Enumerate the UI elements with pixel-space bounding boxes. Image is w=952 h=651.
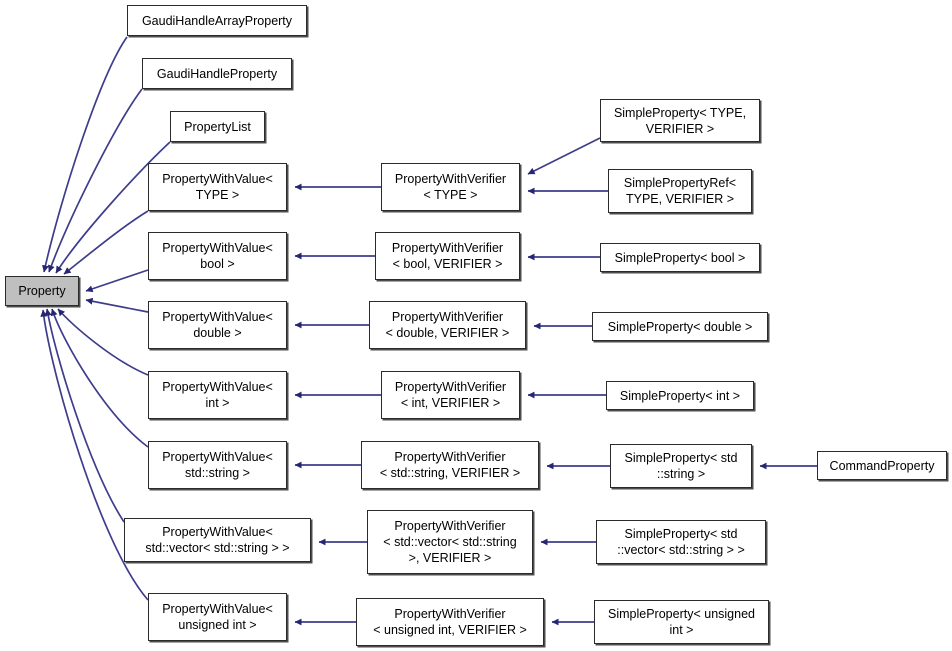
inheritance-edge-pwv-vecstring-to-property	[44, 308, 125, 523]
class-node-label: Property	[18, 284, 66, 298]
class-node-label: GaudiHandleProperty	[156, 66, 278, 81]
class-node-label: PropertyWithValue< std::vector< std::str…	[145, 525, 290, 555]
class-node-sp-bool[interactable]: SimpleProperty< bool >	[600, 243, 760, 272]
class-node-label: PropertyWithVerifier < TYPE >	[394, 172, 507, 202]
class-node-pwv-type[interactable]: PropertyWithValue< TYPE >	[148, 163, 287, 211]
class-node-label: SimpleProperty< int >	[619, 388, 741, 403]
class-node-pwvf-vecstring[interactable]: PropertyWithVerifier < std::vector< std:…	[367, 510, 533, 574]
class-node-label: PropertyWithVerifier < bool, VERIFIER >	[391, 241, 504, 271]
class-node-label: PropertyWithVerifier < unsigned int, VER…	[373, 607, 527, 637]
class-node-sp-int[interactable]: SimpleProperty< int >	[606, 381, 754, 410]
inheritance-edge-pwv-type-to-property	[63, 210, 149, 275]
class-node-label: SimpleProperty< std ::string >	[624, 451, 738, 481]
class-node-spr-type[interactable]: SimplePropertyRef< TYPE, VERIFIER >	[608, 169, 752, 213]
class-node-label: PropertyWithVerifier < int, VERIFIER >	[394, 380, 507, 410]
class-node-sp-vecstring[interactable]: SimpleProperty< std ::vector< std::strin…	[596, 520, 766, 564]
class-node-label: SimpleProperty< TYPE, VERIFIER >	[613, 105, 747, 136]
class-node-pwv-bool[interactable]: PropertyWithValue< bool >	[148, 232, 287, 280]
class-node-pwvf-int[interactable]: PropertyWithVerifier < int, VERIFIER >	[381, 371, 520, 419]
inheritance-edge-sp-type-to-pwvf-type	[527, 137, 601, 175]
class-node-label: GaudiHandleArrayProperty	[141, 13, 293, 28]
inheritance-edge-gaudi-handle-array-to-property	[42, 36, 128, 273]
inheritance-edge-gaudi-handle-to-property	[47, 88, 143, 273]
class-node-label: PropertyWithVerifier < std::vector< std:…	[383, 519, 517, 565]
class-node-pwv-uint[interactable]: PropertyWithValue< unsigned int >	[148, 593, 287, 641]
class-node-sp-double[interactable]: SimpleProperty< double >	[592, 312, 768, 341]
class-node-label: PropertyWithValue< unsigned int >	[162, 602, 273, 632]
class-node-pwv-string[interactable]: PropertyWithValue< std::string >	[148, 441, 287, 489]
class-node-pwvf-double[interactable]: PropertyWithVerifier < double, VERIFIER …	[369, 301, 526, 349]
class-node-property[interactable]: Property	[5, 276, 79, 306]
class-node-sp-uint[interactable]: SimpleProperty< unsigned int >	[594, 600, 769, 644]
inheritance-edge-pwv-int-to-property	[57, 308, 149, 376]
class-node-command-property[interactable]: CommandProperty	[817, 451, 947, 480]
class-node-pwvf-type[interactable]: PropertyWithVerifier < TYPE >	[381, 163, 520, 211]
class-node-pwv-double[interactable]: PropertyWithValue< double >	[148, 301, 287, 349]
inheritance-edge-pwv-string-to-property	[50, 308, 149, 448]
class-node-label: PropertyWithValue< bool >	[162, 241, 273, 271]
class-node-pwvf-string[interactable]: PropertyWithVerifier < std::string, VERI…	[361, 441, 539, 489]
class-node-pwv-int[interactable]: PropertyWithValue< int >	[148, 371, 287, 419]
class-node-label: PropertyList	[184, 119, 251, 134]
class-node-label: PropertyWithValue< double >	[162, 310, 273, 340]
class-node-gaudi-handle-array[interactable]: GaudiHandleArrayProperty	[127, 5, 307, 36]
class-node-label: SimpleProperty< unsigned int >	[608, 607, 755, 637]
class-node-label: SimpleProperty< double >	[607, 319, 753, 334]
inheritance-edge-pwv-bool-to-property	[85, 269, 149, 293]
class-node-property-list[interactable]: PropertyList	[170, 111, 265, 142]
class-node-pwvf-uint[interactable]: PropertyWithVerifier < unsigned int, VER…	[356, 598, 544, 646]
class-node-label: SimpleProperty< bool >	[614, 250, 746, 265]
class-node-sp-string[interactable]: SimpleProperty< std ::string >	[610, 444, 752, 488]
class-node-label: PropertyWithValue< int >	[162, 380, 273, 410]
class-node-pwv-vecstring[interactable]: PropertyWithValue< std::vector< std::str…	[124, 518, 311, 562]
class-node-label: PropertyWithVerifier < std::string, VERI…	[379, 450, 521, 480]
class-node-gaudi-handle[interactable]: GaudiHandleProperty	[142, 58, 292, 89]
class-node-label: SimplePropertyRef< TYPE, VERIFIER >	[623, 176, 737, 206]
class-node-label: SimpleProperty< std ::vector< std::strin…	[617, 527, 745, 557]
class-node-label: PropertyWithValue< std::string >	[162, 450, 273, 480]
inheritance-edge-pwv-double-to-property	[85, 297, 149, 313]
class-node-label: PropertyWithValue< TYPE >	[162, 172, 273, 202]
class-node-label: PropertyWithVerifier < double, VERIFIER …	[385, 310, 510, 340]
class-node-pwvf-bool[interactable]: PropertyWithVerifier < bool, VERIFIER >	[375, 232, 520, 280]
class-node-label: CommandProperty	[829, 458, 935, 473]
class-node-sp-type[interactable]: SimpleProperty< TYPE, VERIFIER >	[600, 99, 760, 142]
